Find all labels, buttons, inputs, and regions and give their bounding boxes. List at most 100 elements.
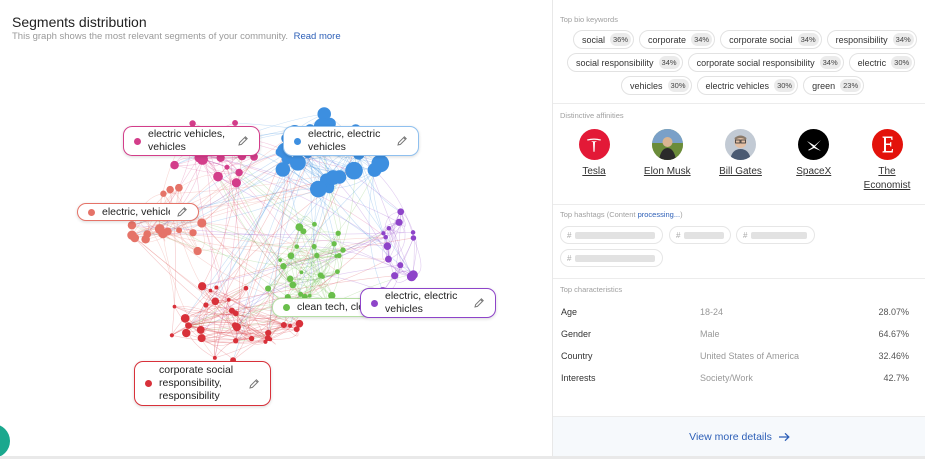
graph-node[interactable] [226, 297, 231, 302]
graph-node[interactable] [268, 337, 273, 342]
graph-node[interactable] [189, 120, 196, 127]
graph-node[interactable] [397, 262, 404, 269]
graph-node[interactable] [203, 302, 209, 308]
graph-node[interactable] [214, 285, 219, 290]
graph-node[interactable] [288, 323, 293, 328]
graph-node[interactable] [280, 263, 287, 270]
graph-node[interactable] [193, 246, 202, 256]
graph-node[interactable] [243, 285, 249, 291]
graph-node[interactable] [176, 227, 183, 234]
graph-node[interactable] [127, 221, 137, 230]
graph-node[interactable] [208, 288, 213, 293]
view-more-details-button[interactable]: View more details [553, 416, 925, 456]
graph-node[interactable] [293, 326, 300, 333]
graph-node[interactable] [395, 218, 403, 226]
graph-node[interactable] [160, 190, 167, 197]
graph-node[interactable] [231, 322, 238, 329]
graph-node[interactable] [331, 241, 337, 247]
graph-node[interactable] [232, 310, 239, 317]
edit-pencil-icon[interactable] [396, 135, 408, 147]
graph-node[interactable] [231, 178, 241, 188]
affinity-name[interactable]: SpaceX [796, 166, 832, 177]
graph-node[interactable] [324, 183, 334, 194]
graph-node[interactable] [278, 258, 282, 262]
graph-node[interactable] [370, 165, 381, 176]
graph-node[interactable] [311, 243, 317, 250]
graph-node[interactable] [185, 322, 192, 329]
segment-label-purple[interactable]: electric, electric vehicles [360, 288, 496, 318]
graph-node[interactable] [294, 244, 300, 249]
graph-node[interactable] [248, 335, 255, 342]
graph-node[interactable] [212, 355, 217, 360]
segment-label-green[interactable]: clean tech, cle [272, 298, 372, 317]
graph-node[interactable] [325, 170, 341, 185]
graph-node[interactable] [141, 235, 150, 244]
affinity-the-economist[interactable]: The Economist [856, 129, 918, 193]
graph-node[interactable] [235, 168, 243, 177]
segment-label-salmon[interactable]: electric, vehicles [77, 203, 199, 221]
graph-node[interactable] [275, 162, 291, 177]
affinity-elon-musk[interactable]: Elon Musk [636, 129, 698, 193]
graph-node[interactable] [295, 319, 304, 328]
affinity-spacex[interactable]: SpaceX [783, 129, 845, 193]
graph-node[interactable] [286, 275, 294, 283]
graph-node[interactable] [299, 270, 304, 275]
graph-node[interactable] [263, 339, 268, 344]
graph-node[interactable] [166, 185, 174, 194]
graph-node[interactable] [224, 164, 230, 170]
graph-node[interactable] [345, 161, 363, 180]
graph-node[interactable] [298, 291, 304, 297]
graph-node[interactable] [391, 272, 399, 280]
network-graph[interactable] [0, 0, 552, 459]
graph-node[interactable] [289, 154, 306, 171]
graph-node[interactable] [180, 314, 190, 323]
graph-node[interactable] [197, 282, 207, 291]
edit-pencil-icon[interactable] [237, 135, 249, 147]
graph-node[interactable] [197, 334, 206, 343]
affinity-name[interactable]: Tesla [582, 166, 606, 177]
graph-node[interactable] [410, 230, 416, 235]
graph-node[interactable] [232, 119, 239, 126]
graph-node[interactable] [312, 221, 317, 227]
graph-node[interactable] [410, 235, 417, 241]
graph-node[interactable] [199, 220, 206, 226]
graph-node[interactable] [281, 153, 293, 165]
graph-node[interactable] [189, 229, 197, 237]
graph-node[interactable] [381, 231, 386, 236]
graph-node[interactable] [196, 326, 205, 334]
graph-node[interactable] [280, 321, 287, 329]
graph-node[interactable] [310, 180, 327, 198]
graph-node[interactable] [154, 224, 165, 234]
graph-node[interactable] [340, 247, 346, 253]
graph-node[interactable] [335, 230, 341, 236]
segment-label-blue[interactable]: electric, electric vehicles [283, 126, 419, 156]
graph-node[interactable] [175, 183, 183, 192]
graph-node[interactable] [385, 255, 392, 263]
graph-node[interactable] [163, 227, 172, 236]
affinity-name[interactable]: The Economist [863, 166, 911, 191]
graph-node[interactable] [328, 291, 336, 300]
edit-pencil-icon[interactable] [176, 206, 188, 218]
help-chat-button[interactable] [0, 424, 10, 458]
graph-node[interactable] [289, 281, 297, 289]
segment-label-pink[interactable]: electric vehicles, vehicles [123, 126, 260, 156]
graph-node[interactable] [317, 107, 331, 121]
graph-node[interactable] [386, 225, 392, 231]
graph-node[interactable] [320, 274, 325, 279]
affinity-tesla[interactable]: Tesla [563, 129, 625, 193]
graph-node[interactable] [172, 304, 177, 309]
graph-node[interactable] [213, 171, 223, 182]
graph-node[interactable] [287, 252, 295, 260]
edit-pencil-icon[interactable] [248, 378, 260, 390]
graph-node[interactable] [336, 253, 342, 259]
graph-node[interactable] [265, 285, 272, 292]
graph-node[interactable] [170, 160, 179, 170]
graph-node[interactable] [406, 271, 417, 282]
graph-node[interactable] [130, 233, 140, 243]
